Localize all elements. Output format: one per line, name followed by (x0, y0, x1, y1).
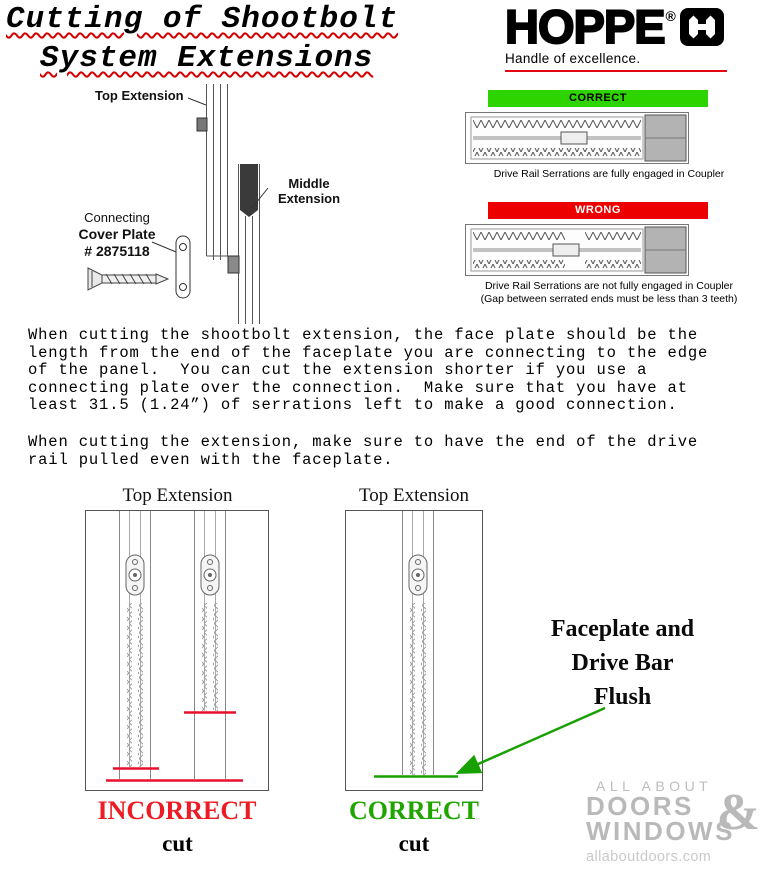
wrong-banner: WRONG (488, 202, 708, 219)
page-title-line2: System Extensions (40, 41, 374, 76)
all-about-doors-watermark: ALL ABOUT DOORS WINDOWS & allaboutdoors.… (586, 778, 760, 865)
correct-caption: Drive Rail Serrations are fully engaged … (493, 168, 725, 180)
incorrect-label: INCORRECT (97, 796, 257, 825)
label-pointer-lines (151, 97, 269, 253)
cover-plate (175, 235, 191, 299)
correct-engagement-diagram (465, 112, 689, 164)
correct-cut-label: cut (398, 831, 430, 856)
watermark-windows: WINDOWS (586, 816, 735, 846)
label-cover-plate: Cover Plate (78, 226, 156, 242)
watermark-site: allaboutdoors.com (586, 849, 712, 865)
label-middle-extension: Middle Extension (277, 176, 341, 206)
top-extension-rail (206, 84, 228, 260)
shootbolt-assembly-diagram (87, 84, 269, 324)
label-part-number: # 2875118 (84, 243, 150, 259)
label-top-extension: Top Extension (95, 88, 184, 103)
correct-label: CORRECT (348, 796, 479, 825)
correct-panel-caption: Top Extension (358, 485, 470, 506)
hoppe-logo-row: HOPPE ® (504, 0, 727, 53)
rail-right (194, 511, 226, 779)
watermark-doors: DOORS (586, 791, 694, 821)
incorrect-panel-caption: Top Extension (122, 485, 233, 506)
middle-extension-rail (238, 164, 260, 324)
body-paragraph-1: When cutting the shootbolt extension, th… (28, 326, 709, 415)
coupler-block (227, 255, 240, 274)
correct-banner: CORRECT (488, 90, 708, 107)
watermark-all-about: ALL ABOUT (596, 778, 713, 794)
wrong-engagement-diagram (465, 224, 689, 276)
hoppe-wordmark: HOPPE (504, 0, 667, 53)
label-connecting: Connecting (84, 210, 150, 225)
incorrect-cut-lines (106, 711, 243, 782)
correct-cut-diagram (345, 510, 483, 791)
hoppe-h-icon (679, 8, 724, 46)
hoppe-tagline: Handle of excellence. (505, 51, 727, 72)
flush-arrow (455, 706, 606, 775)
flush-note: Faceplate and Drive Bar Flush (550, 616, 695, 710)
incorrect-cut-diagram (85, 510, 269, 791)
rail-left (119, 511, 151, 779)
body-paragraph-2: When cutting the extension, make sure to… (28, 433, 698, 469)
hoppe-logo: HOPPE ® Handle of excellence. (504, 0, 727, 72)
engagement-diagrams: CORRECT Drive Rail Serrations are fully … (460, 86, 758, 328)
rail-tab (196, 117, 208, 132)
label-connecting-cover-plate: Connecting Cover Plate # 2875118 (62, 210, 172, 260)
page-title-line1: Cutting of Shootbolt (6, 2, 399, 37)
serrated-tip (240, 164, 258, 217)
wrong-caption: Drive Rail Serrations are not fully enga… (480, 280, 738, 305)
rail-flush (402, 511, 434, 775)
screw-icon (87, 267, 170, 291)
registered-trademark: ® (665, 8, 676, 24)
watermark-ampersand: & (716, 784, 760, 841)
incorrect-cut-label: cut (162, 831, 193, 856)
